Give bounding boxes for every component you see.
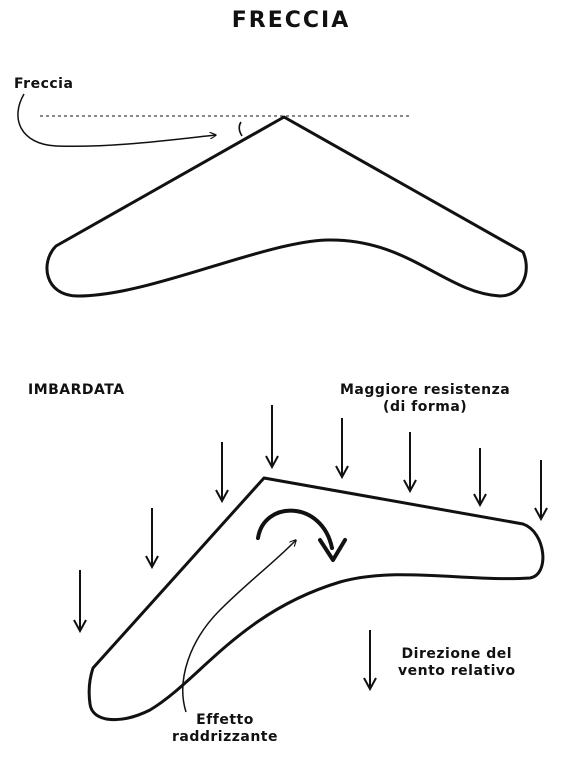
wind-arrow: [474, 448, 486, 505]
wind-arrow: [216, 442, 228, 501]
wind-arrow: [266, 405, 278, 467]
wind-arrow: [336, 418, 348, 477]
wind-arrow: [535, 460, 547, 519]
effect-pointer-arrow: [183, 540, 296, 712]
wind-arrow: [404, 432, 416, 491]
wind-arrow: [146, 508, 158, 567]
rotation-arrow: [258, 511, 345, 560]
sweep-angle-arc: [239, 122, 242, 136]
wind-direction-legend-arrow: [364, 630, 376, 689]
bottom-diagram: [74, 405, 547, 720]
freccia-pointer-arrow: [18, 94, 216, 146]
top-diagram: [18, 94, 526, 296]
boomerang-outline: [47, 117, 526, 296]
yawed-boomerang-outline: [89, 478, 543, 720]
wind-arrow: [74, 570, 86, 631]
